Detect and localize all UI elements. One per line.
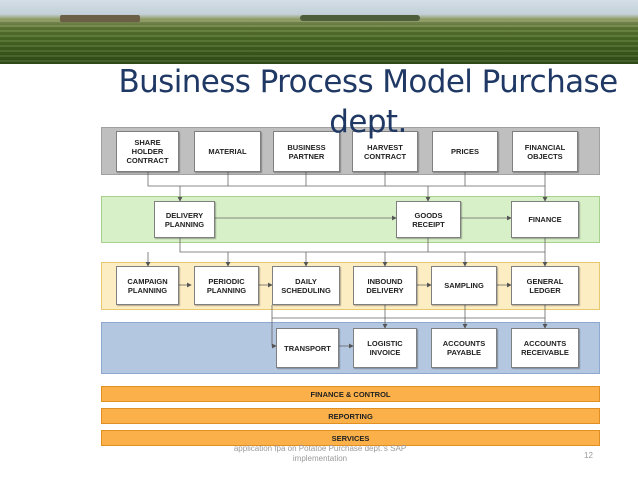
node-logistic-invoice: LOGISTIC INVOICE xyxy=(353,328,417,368)
tree-line xyxy=(300,15,420,21)
node-shareholder-contract: SHARE HOLDER CONTRACT xyxy=(116,131,179,172)
farmland-banner-image xyxy=(0,0,638,64)
bar-finance-control: FINANCE & CONTROL xyxy=(101,386,600,402)
node-financial-objects: FINANCIAL OBJECTS xyxy=(512,131,578,172)
connector-planning-bus xyxy=(179,238,545,253)
node-accounts-payable: ACCOUNTS PAYABLE xyxy=(431,328,497,368)
connector-execution-bus xyxy=(271,305,545,319)
bar-services: SERVICES xyxy=(101,430,600,446)
farm-buildings xyxy=(60,15,140,22)
node-delivery-planning: DELIVERY PLANNING xyxy=(154,201,215,238)
node-inbound-delivery: INBOUND DELIVERY xyxy=(353,266,417,305)
node-goods-receipt: GOODS RECEIPT xyxy=(396,201,461,238)
node-business-partner: BUSINESS PARTNER xyxy=(273,131,340,172)
connector-sources-bus xyxy=(147,172,546,187)
node-material: MATERIAL xyxy=(194,131,261,172)
node-harvest-contract: HARVEST CONTRACT xyxy=(352,131,418,172)
node-finance: FINANCE xyxy=(511,201,579,238)
node-transport: TRANSPORT xyxy=(276,328,339,368)
node-general-ledger: GENERAL LEDGER xyxy=(511,266,579,305)
node-prices: PRICES xyxy=(432,131,498,172)
node-campaign-planning: CAMPAIGN PLANNING xyxy=(116,266,179,305)
node-accounts-receivable: ACCOUNTS RECEIVABLE xyxy=(511,328,579,368)
bar-reporting: REPORTING xyxy=(101,408,600,424)
footer-caption: application fpa on Potatoe Purchase dept… xyxy=(233,444,407,463)
connector-to-transport xyxy=(271,318,277,349)
page-number: 12 xyxy=(584,451,593,460)
node-sampling: SAMPLING xyxy=(431,266,497,305)
crop-rows xyxy=(0,20,638,64)
node-daily-scheduling: DAILY SCHEDULING xyxy=(272,266,340,305)
slide-title: Business Process Model Purchase dept. xyxy=(118,64,618,140)
node-periodic-planning: PERIODIC PLANNING xyxy=(194,266,259,305)
